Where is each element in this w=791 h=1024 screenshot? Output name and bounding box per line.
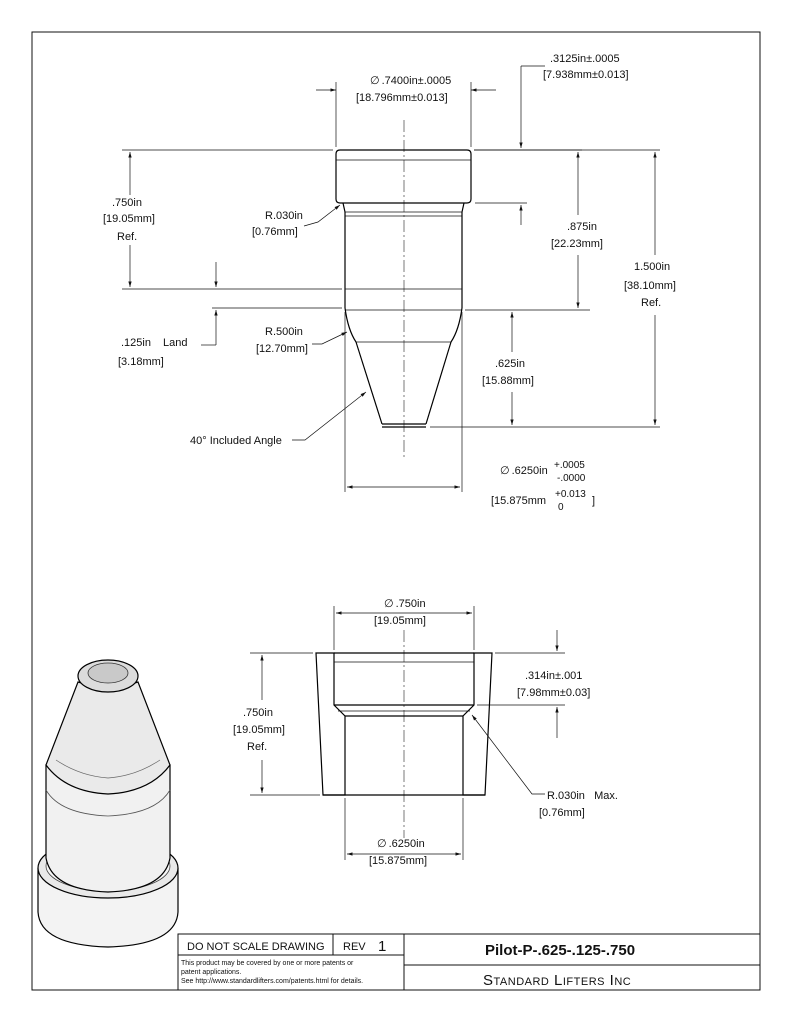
do-not-scale-label: DO NOT SCALE DRAWING [187, 941, 325, 953]
bottom-dimensions [250, 606, 565, 860]
shank-tol-plus: +.0005 [554, 460, 585, 471]
len-750-ref: Ref. [117, 231, 137, 243]
patent-line-1: This product may be covered by one or mo… [181, 960, 354, 967]
rev-value: 1 [378, 938, 386, 955]
head-height-label: .3125in±.0005 [550, 53, 620, 65]
bushing-section-view [315, 630, 493, 838]
shank-mm-tol-plus: +0.013 [555, 489, 586, 500]
pilot-side-view [335, 120, 472, 458]
shank-dia-mm: [15.875mm [491, 495, 546, 507]
counter-depth-label: .314in±.001 [525, 670, 582, 682]
radius-big-mm: [12.70mm] [256, 343, 308, 355]
hole-dia-label: ∅.6250in [377, 838, 425, 850]
shank-mm-tol-minus: 0 [558, 502, 564, 513]
company-name: Standard Lifters Inc [483, 972, 631, 989]
counter-depth-mm: [7.98mm±0.03] [517, 687, 590, 699]
head-dia-mm: [18.796mm±0.013] [356, 92, 448, 104]
top-labels: ∅.7400in±.0005 [18.796mm±0.013] .3125in±… [103, 53, 676, 513]
land-mm: [3.18mm] [118, 356, 164, 368]
len-625-label: .625in [495, 358, 525, 370]
part-number: Pilot-P-.625-.125-.750 [485, 942, 635, 959]
len-750-label: .750in [112, 197, 142, 209]
head-dia-label: ∅.7400in±.0005 [370, 75, 451, 87]
len-1500-label: 1.500in [634, 261, 670, 273]
depth-ref: Ref. [247, 741, 267, 753]
hole-dia-mm: [15.875mm] [369, 855, 427, 867]
pilot-isometric-view [37, 659, 179, 948]
shank-mm-bracket: ] [592, 495, 595, 507]
len-875-mm: [22.23mm] [551, 238, 603, 250]
radius-small-mm: [0.76mm] [252, 226, 298, 238]
head-height-mm: [7.938mm±0.013] [543, 69, 629, 81]
bore-dia-mm: [19.05mm] [374, 615, 426, 627]
len-750-mm: [19.05mm] [103, 213, 155, 225]
patent-line-2: patent applications. [181, 969, 241, 976]
shank-tol-minus: -.0000 [557, 473, 586, 484]
depth-mm: [19.05mm] [233, 724, 285, 736]
radius-max-mm: [0.76mm] [539, 807, 585, 819]
radius-big-label: R.500in [265, 326, 303, 338]
radius-max-label: R.030in Max. [547, 790, 618, 802]
len-1500-ref: Ref. [641, 297, 661, 309]
top-dimensions [122, 65, 660, 492]
patent-line-3: See http://www.standardlifters.com/paten… [181, 978, 363, 985]
title-block: DO NOT SCALE DRAWING REV 1 Pilot-P-.625-… [177, 933, 761, 991]
depth-label: .750in [243, 707, 273, 719]
bore-dia-label: ∅.750in [384, 598, 426, 610]
bottom-labels: ∅.750in [19.05mm] .314in±.001 [7.98mm±0.… [233, 598, 618, 867]
angle-label: 40° Included Angle [190, 435, 282, 447]
len-875-label: .875in [567, 221, 597, 233]
shank-dia-label: ∅.6250in [500, 465, 548, 477]
rev-label: REV [343, 941, 366, 953]
len-1500-mm: [38.10mm] [624, 280, 676, 292]
len-625-mm: [15.88mm] [482, 375, 534, 387]
radius-small-label: R.030in [265, 210, 303, 222]
